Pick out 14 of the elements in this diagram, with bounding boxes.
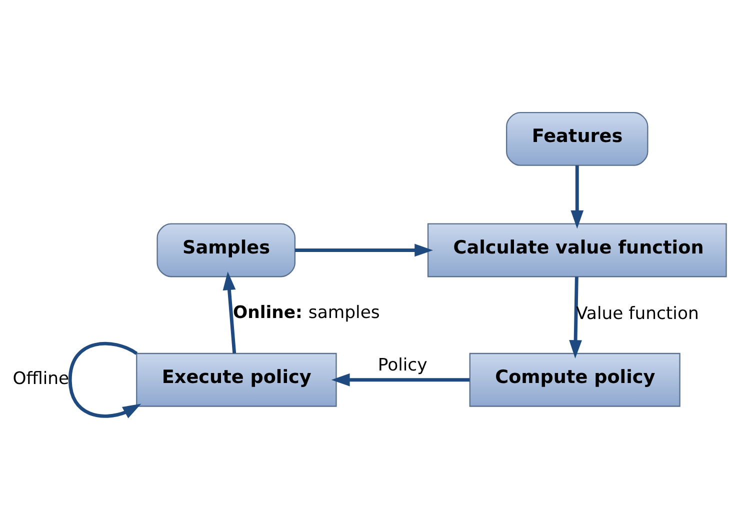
node-box: Features	[506, 112, 648, 166]
node-box: Compute policy	[469, 352, 680, 407]
arrow	[570, 165, 584, 229]
arrow	[331, 373, 470, 386]
arrow	[68, 342, 142, 418]
node-box: Samples	[156, 223, 296, 278]
node-box: Execute policy	[136, 352, 337, 407]
node-box: Calculate value function	[427, 223, 727, 278]
edge-label: Offline	[12, 368, 70, 389]
edge-label: Online: samples	[232, 302, 380, 323]
arrow	[295, 244, 434, 257]
arrow	[569, 276, 582, 359]
edge-label: Policy	[378, 356, 428, 376]
arrow	[222, 272, 236, 354]
